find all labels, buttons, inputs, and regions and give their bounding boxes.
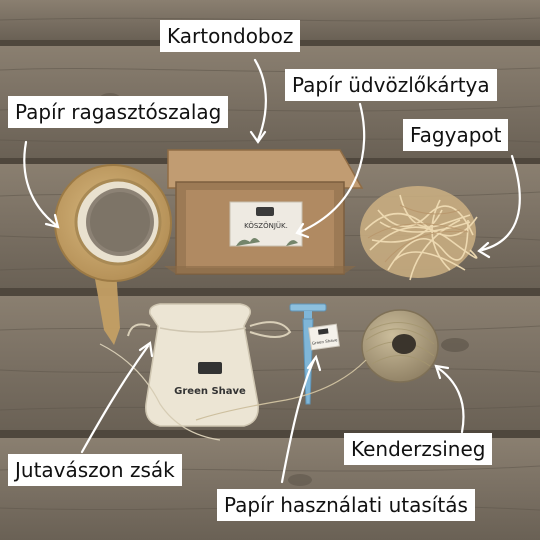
label-wood-wool: Fagyapot — [403, 119, 509, 151]
label-hemp-twine: Kenderzsineg — [344, 433, 493, 465]
loose-string — [99, 343, 221, 441]
tag-brand-text: Green Shave — [312, 337, 339, 346]
label-jute-pouch: Jutavászon zsák — [8, 454, 182, 486]
instruction-tag: Green Shave — [308, 323, 340, 351]
cardboard-box: KÖSZÖNJÜK. — [164, 149, 364, 275]
label-paper-instructions: Papír használati utasítás — [217, 489, 475, 521]
hemp-twine-ball — [195, 309, 439, 421]
paper-tape-roll — [54, 164, 172, 345]
safety-razor: Green Shave — [289, 303, 340, 405]
card-text: KÖSZÖNJÜK. — [244, 221, 288, 230]
greeting-card: KÖSZÖNJÜK. — [229, 201, 303, 247]
wood-wool — [360, 186, 478, 281]
label-paper-tape: Papír ragasztószalag — [8, 96, 229, 128]
label-cardboard-box: Kartondoboz — [160, 20, 301, 52]
jute-pouch: Green Shave — [127, 303, 292, 427]
label-greeting-card: Papír üdvözlőkártya — [285, 69, 497, 101]
pouch-brand-text: Green Shave — [174, 386, 246, 397]
annotation-arrows — [23, 58, 521, 484]
